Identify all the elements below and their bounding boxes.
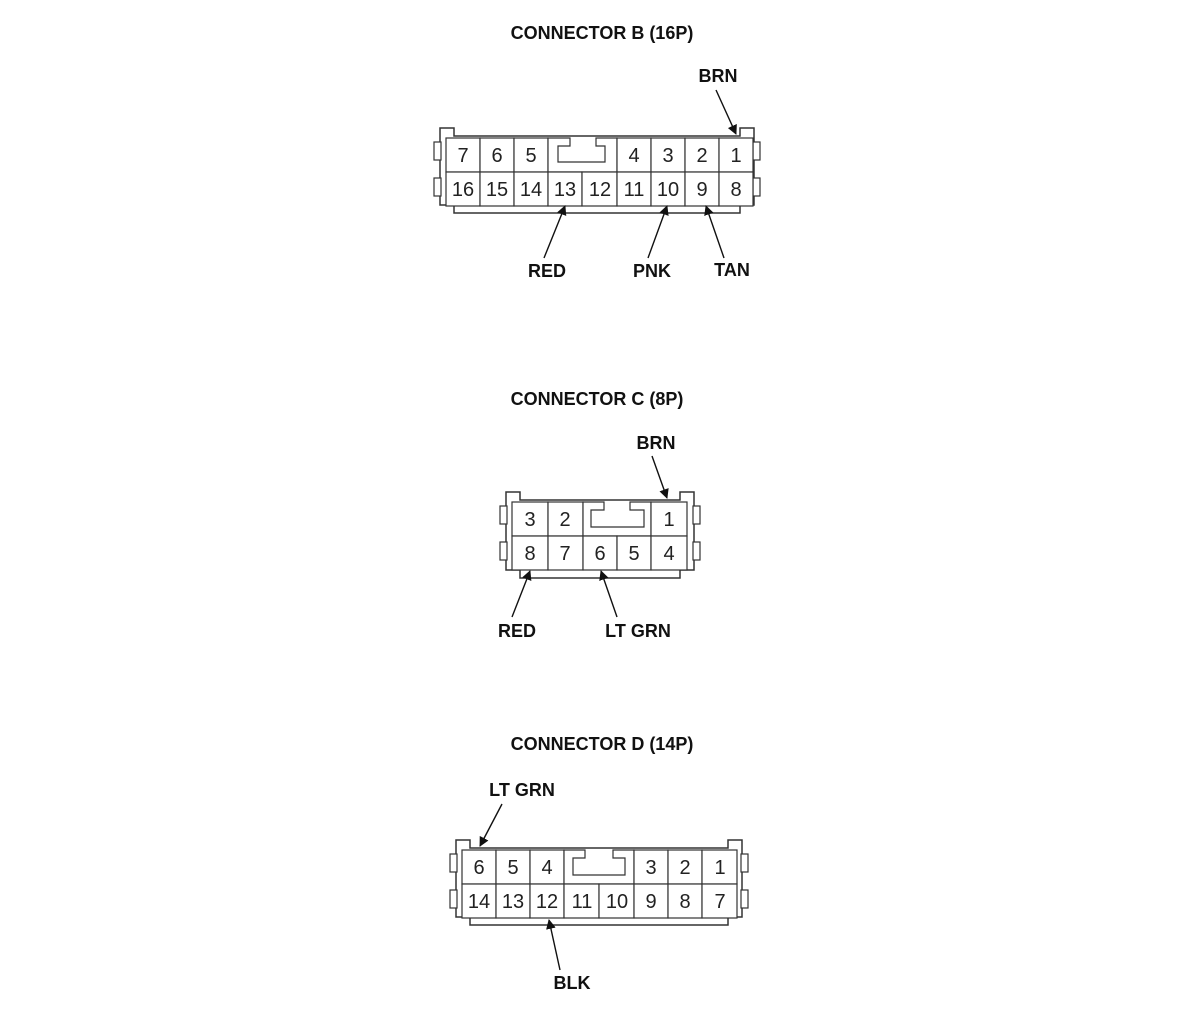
pin-label: 14 — [520, 179, 542, 201]
pin-label: 4 — [541, 857, 552, 879]
leader-arrow — [546, 919, 561, 971]
wire-label: LT GRN — [605, 621, 671, 641]
pin-label: 1 — [663, 509, 674, 531]
pin-label: 14 — [468, 891, 490, 913]
pin-label: 2 — [696, 145, 707, 167]
leader-arrow — [479, 803, 503, 847]
leader-arrow — [599, 570, 618, 618]
pin-label: 9 — [645, 891, 656, 913]
connector-c-title: CONNECTOR C (8P) — [511, 389, 684, 409]
pin-label: 3 — [645, 857, 656, 879]
connector-c: CONNECTOR C (8P) 3 2 1 8 7 — [498, 389, 701, 641]
pin-label: 7 — [457, 145, 468, 167]
wire-label: TAN — [714, 260, 750, 280]
connector-d-bottom-pins: 14 13 12 11 10 9 8 7 — [468, 891, 726, 913]
connector-c-top-pins: 3 2 1 — [524, 509, 674, 531]
connector-b-bottom-pins: 16 15 14 13 12 11 10 9 8 — [452, 179, 742, 201]
connector-d-title: CONNECTOR D (14P) — [511, 734, 694, 754]
pin-label: 5 — [628, 543, 639, 565]
pin-label: 7 — [559, 543, 570, 565]
connector-b: CONNECTOR B (16P) — [433, 23, 761, 281]
wire-label: BRN — [699, 66, 738, 86]
pin-label: 3 — [662, 145, 673, 167]
wire-label: PNK — [633, 261, 671, 281]
connector-b-body — [433, 127, 761, 214]
pin-label: 10 — [657, 179, 679, 201]
pin-label: 3 — [524, 509, 535, 531]
wire-label: BLK — [554, 973, 591, 993]
leader-arrow — [647, 205, 669, 259]
pin-label: 8 — [524, 543, 535, 565]
leader-arrow — [715, 89, 737, 135]
pin-label: 13 — [554, 179, 576, 201]
connector-b-wires: BRN RED PNK TAN — [528, 66, 750, 281]
pin-label: 15 — [486, 179, 508, 201]
connector-d-wires: LT GRN BLK — [479, 780, 591, 993]
pin-label: 6 — [491, 145, 502, 167]
pin-label: 1 — [714, 857, 725, 879]
leader-arrow — [543, 205, 567, 259]
pin-label: 5 — [525, 145, 536, 167]
pin-label: 4 — [663, 543, 674, 565]
leader-arrow — [511, 570, 532, 618]
pin-label: 8 — [730, 179, 741, 201]
pin-label: 2 — [679, 857, 690, 879]
connector-c-bottom-pins: 8 7 6 5 4 — [524, 543, 674, 565]
connector-b-top-pins: 7 6 5 4 3 2 1 — [457, 145, 741, 167]
pin-label: 12 — [536, 891, 558, 913]
pin-label: 12 — [589, 179, 611, 201]
connector-c-wires: BRN RED LT GRN — [498, 433, 676, 641]
pin-label: 7 — [714, 891, 725, 913]
pin-label: 1 — [730, 145, 741, 167]
connector-b-title: CONNECTOR B (16P) — [511, 23, 694, 43]
pin-label: 11 — [624, 179, 645, 201]
pin-label: 6 — [473, 857, 484, 879]
wire-label: BRN — [637, 433, 676, 453]
connector-d-body — [449, 839, 749, 926]
connector-c-body — [499, 491, 701, 579]
pin-label: 16 — [452, 179, 474, 201]
leader-arrow — [651, 455, 669, 499]
pin-label: 4 — [628, 145, 639, 167]
pin-label: 11 — [572, 891, 593, 913]
pin-label: 5 — [507, 857, 518, 879]
pin-label: 2 — [559, 509, 570, 531]
connector-d-top-pins: 6 5 4 3 2 1 — [473, 857, 725, 879]
leader-arrow — [704, 205, 725, 259]
pin-label: 8 — [679, 891, 690, 913]
connector-d: CONNECTOR D (14P) 6 — [449, 734, 749, 993]
pin-label: 13 — [502, 891, 524, 913]
pin-label: 10 — [606, 891, 628, 913]
wire-label: LT GRN — [489, 780, 555, 800]
wire-label: RED — [528, 261, 566, 281]
wire-label: RED — [498, 621, 536, 641]
pin-label: 6 — [594, 543, 605, 565]
pin-label: 9 — [696, 179, 707, 201]
